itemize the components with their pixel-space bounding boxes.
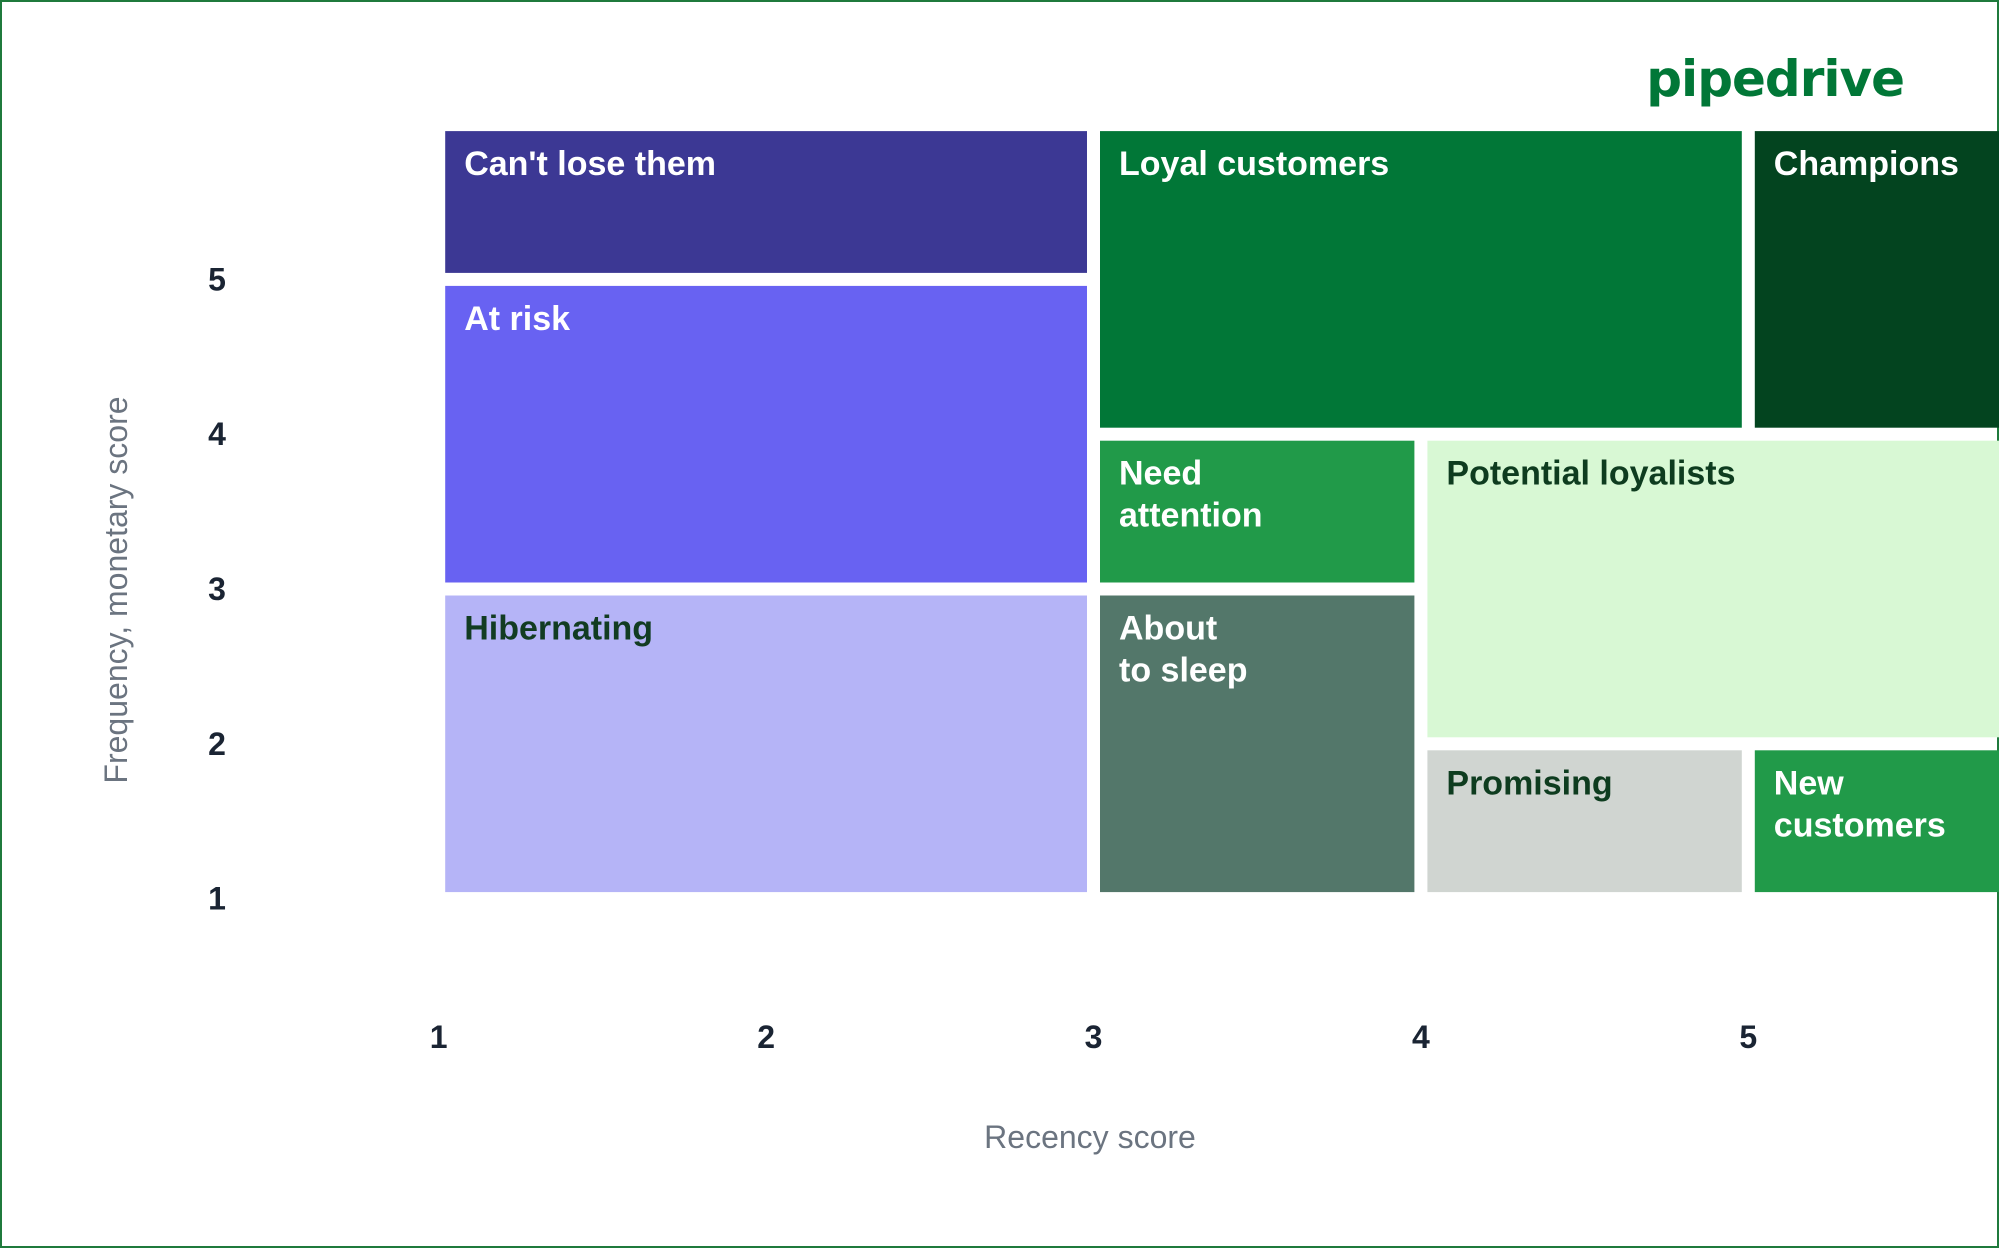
segment-rect <box>445 131 1087 273</box>
segment-rect <box>1100 131 1742 428</box>
segment-rect <box>445 595 1087 893</box>
x-tick-label: 1 <box>430 1019 448 1055</box>
segment-potential-loyalists: Potential loyalists <box>1427 440 1999 738</box>
segment-rect <box>1100 595 1415 893</box>
segment-rect <box>1100 440 1415 583</box>
pipedrive-logo: pipedrive <box>1646 50 1905 108</box>
y-tick-label: 1 <box>208 881 226 917</box>
x-tick-label: 5 <box>1739 1019 1757 1055</box>
segment-rect <box>1754 131 1999 428</box>
segment-label: At risk <box>464 300 570 338</box>
y-tick-label: 3 <box>208 571 226 607</box>
x-tick-label: 4 <box>1412 1019 1430 1055</box>
segment-rect <box>445 285 1087 583</box>
segment-label: Hibernating <box>464 610 653 648</box>
y-axis-title: Frequency, monetary score <box>98 396 134 783</box>
segment-promising: Promising <box>1427 750 1742 893</box>
segment-loyal-customers: Loyal customers <box>1100 131 1742 428</box>
segment-label: Loyal customers <box>1119 145 1389 183</box>
segment-rect <box>1427 750 1742 893</box>
segment-label: Potential loyalists <box>1446 455 1735 493</box>
y-tick-label: 5 <box>208 261 226 297</box>
x-tick-label: 2 <box>757 1019 775 1055</box>
segment-rect <box>1754 750 1999 893</box>
x-axis-title: Recency score <box>984 1119 1196 1155</box>
segment-label: Can't lose them <box>464 145 716 183</box>
segment-label: Promising <box>1446 764 1612 802</box>
segment-champions: Champions <box>1754 131 1999 428</box>
y-tick-label: 2 <box>208 726 226 762</box>
segment-rect <box>1427 440 1999 738</box>
x-tick-label: 3 <box>1085 1019 1103 1055</box>
segment-hibernating: Hibernating <box>445 595 1087 893</box>
segment-can-t-lose-them: Can't lose them <box>445 131 1087 273</box>
y-tick-label: 4 <box>208 416 226 452</box>
segment-label: Champions <box>1774 145 1959 183</box>
segment-at-risk: At risk <box>445 285 1087 583</box>
